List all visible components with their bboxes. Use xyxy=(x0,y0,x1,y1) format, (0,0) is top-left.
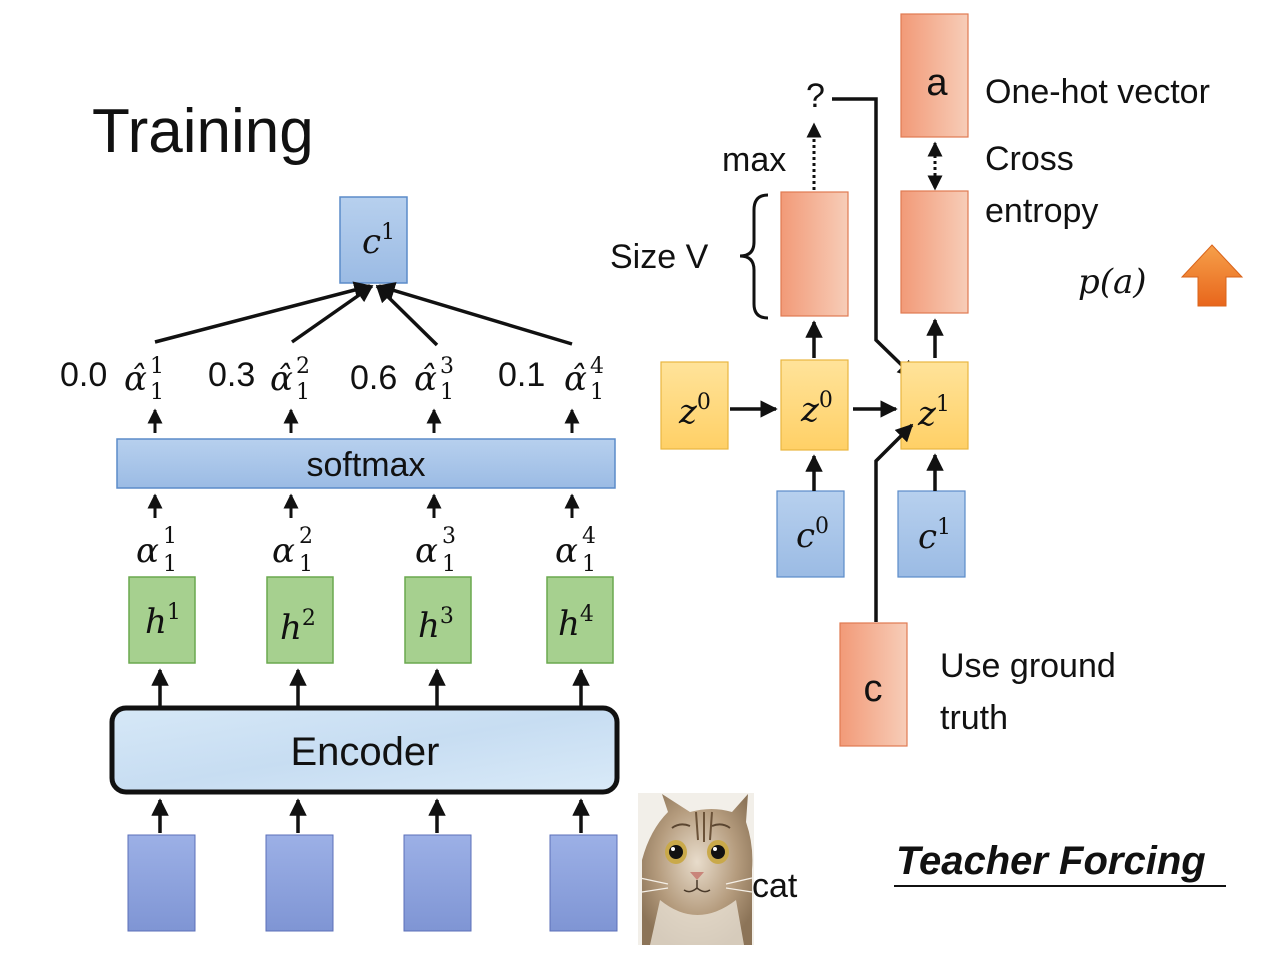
svg-text:c1: c1 xyxy=(918,515,951,557)
svg-text:α: α xyxy=(272,531,295,571)
initial-state-box: z0 xyxy=(660,361,729,450)
ground-truth-letter: c xyxy=(864,668,883,710)
size-brace xyxy=(739,193,769,320)
svg-text:α: α xyxy=(415,531,438,571)
weight-symbol-2: α̂ 2 1 xyxy=(270,354,310,405)
hidden-state-1: h1 xyxy=(128,576,196,664)
encoder-block: Encoder xyxy=(109,705,620,795)
context-box-c1: c1 xyxy=(897,490,966,578)
hidden-state-4: h4 xyxy=(546,576,614,664)
weight-value-3: 0.6 xyxy=(350,359,397,397)
context-vector-sup: 1 xyxy=(381,220,395,245)
svg-text:3: 3 xyxy=(442,524,456,549)
question-mark: ? xyxy=(806,77,825,115)
cat-caption: cat xyxy=(752,867,798,905)
svg-text:1: 1 xyxy=(150,380,164,405)
image-feature-3 xyxy=(403,834,472,932)
svg-text:1: 1 xyxy=(582,552,596,577)
svg-text:z0: z0 xyxy=(800,388,833,430)
svg-text:h1: h1 xyxy=(145,600,181,642)
svg-text:z0: z0 xyxy=(678,390,711,432)
ground-truth-feed xyxy=(874,423,914,622)
weight-value-2: 0.3 xyxy=(208,356,255,394)
svg-text:α̂: α̂ xyxy=(564,359,587,399)
svg-text:4: 4 xyxy=(590,354,604,379)
ground-truth-label-line2: truth xyxy=(940,699,1008,737)
alpha-1: α 1 1 xyxy=(136,524,177,577)
svg-text:c1: c1 xyxy=(362,220,395,262)
svg-text:1: 1 xyxy=(299,552,313,577)
svg-text:h4: h4 xyxy=(558,602,594,644)
weight-value-4: 0.1 xyxy=(498,356,545,394)
increase-arrow-icon xyxy=(1180,244,1244,307)
image-feature-1 xyxy=(127,834,196,932)
max-label: max xyxy=(722,141,786,179)
svg-text:h3: h3 xyxy=(418,604,454,646)
svg-text:1: 1 xyxy=(163,524,177,549)
encoder-to-hidden-arrows xyxy=(151,668,590,706)
svg-text:2: 2 xyxy=(299,524,313,549)
svg-text:1: 1 xyxy=(590,380,604,405)
slide-title: Training xyxy=(92,97,314,166)
svg-text:h2: h2 xyxy=(280,606,316,648)
svg-text:1: 1 xyxy=(440,380,454,405)
encoder-label: Encoder xyxy=(291,730,440,774)
context-box-c0: c0 xyxy=(776,490,845,578)
probability-label: p(a) xyxy=(1078,262,1147,302)
decoder-state-z0: z0 xyxy=(780,359,849,451)
target-one-hot-box: a xyxy=(900,13,969,138)
weight-value-1: 0.0 xyxy=(60,356,107,394)
svg-text:1: 1 xyxy=(296,380,310,405)
weight-to-context-arrows xyxy=(154,281,573,347)
svg-text:α̂: α̂ xyxy=(414,359,437,399)
softmax-layer: softmax xyxy=(116,438,616,489)
svg-text:1: 1 xyxy=(150,354,164,379)
decoder-state-z1: z1 xyxy=(900,361,969,450)
output-distribution-1 xyxy=(780,191,849,317)
svg-text:α: α xyxy=(136,531,159,571)
image-feature-inputs xyxy=(127,834,618,932)
cross-entropy-label-line1: Cross xyxy=(985,140,1074,178)
alpha-4: α 4 1 xyxy=(555,524,596,577)
svg-text:1: 1 xyxy=(163,552,177,577)
ground-truth-label-line1: Use ground xyxy=(940,647,1116,685)
target-letter: a xyxy=(926,62,948,104)
context-vector-base: c xyxy=(362,222,381,262)
svg-text:c0: c0 xyxy=(796,514,829,556)
alpha-2: α 2 1 xyxy=(272,524,313,577)
attention-weights-row: 0.0 α̂ 1 1 0.3 α̂ 2 1 0.6 α̂ 3 1 0.1 α̂ … xyxy=(60,354,604,405)
softmax-to-weight-arrows xyxy=(147,408,580,433)
cat-photo xyxy=(638,793,754,945)
image-feature-4 xyxy=(549,834,618,932)
ground-truth-box: c xyxy=(839,622,908,747)
input-to-encoder-arrows xyxy=(151,798,590,833)
svg-text:4: 4 xyxy=(582,524,596,549)
alpha-to-softmax-arrows xyxy=(147,493,580,518)
image-feature-2 xyxy=(265,834,334,932)
cross-entropy-label-line2: entropy xyxy=(985,192,1098,230)
svg-text:α̂: α̂ xyxy=(270,359,293,399)
weight-symbol-1: α̂ 1 1 xyxy=(124,354,164,405)
svg-text:3: 3 xyxy=(440,354,454,379)
one-hot-label: One-hot vector xyxy=(985,73,1210,111)
weight-symbol-4: α̂ 4 1 xyxy=(564,354,604,405)
output-distribution-2 xyxy=(900,190,969,314)
previous-output-feed xyxy=(832,97,916,379)
alpha-3: α 3 1 xyxy=(415,524,456,577)
size-v-label: Size V xyxy=(610,238,709,276)
svg-text:z1: z1 xyxy=(917,392,950,434)
context-vector-box: c1 xyxy=(339,196,408,284)
weight-symbol-3: α̂ 3 1 xyxy=(414,354,454,405)
hidden-state-3: h3 xyxy=(404,576,472,664)
teacher-forcing-title: Teacher Forcing xyxy=(896,839,1206,883)
svg-text:α̂: α̂ xyxy=(124,359,147,399)
softmax-label: softmax xyxy=(306,446,425,484)
hidden-states-row: h1 h2 h3 h4 xyxy=(128,576,614,664)
hidden-state-2: h2 xyxy=(266,576,334,664)
svg-text:2: 2 xyxy=(296,354,310,379)
match-scores-row: α 1 1 α 2 1 α 3 1 α 4 1 xyxy=(136,524,596,577)
svg-text:α: α xyxy=(555,531,578,571)
svg-text:1: 1 xyxy=(442,552,456,577)
